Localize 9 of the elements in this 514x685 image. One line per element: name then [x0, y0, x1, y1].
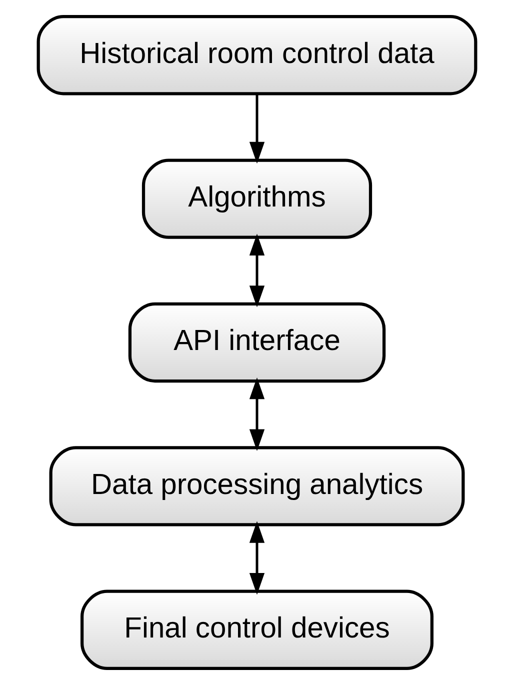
node-box: Final control devices [80, 590, 434, 670]
node-box: Algorithms [142, 158, 372, 239]
arrow [249, 94, 265, 164]
node-box: Data processing analytics [49, 446, 465, 526]
arrow [249, 234, 265, 308]
arrow [249, 377, 265, 451]
node-box: API interface [128, 302, 386, 383]
arrow [249, 521, 265, 595]
node-box: Historical room control data [36, 15, 478, 96]
